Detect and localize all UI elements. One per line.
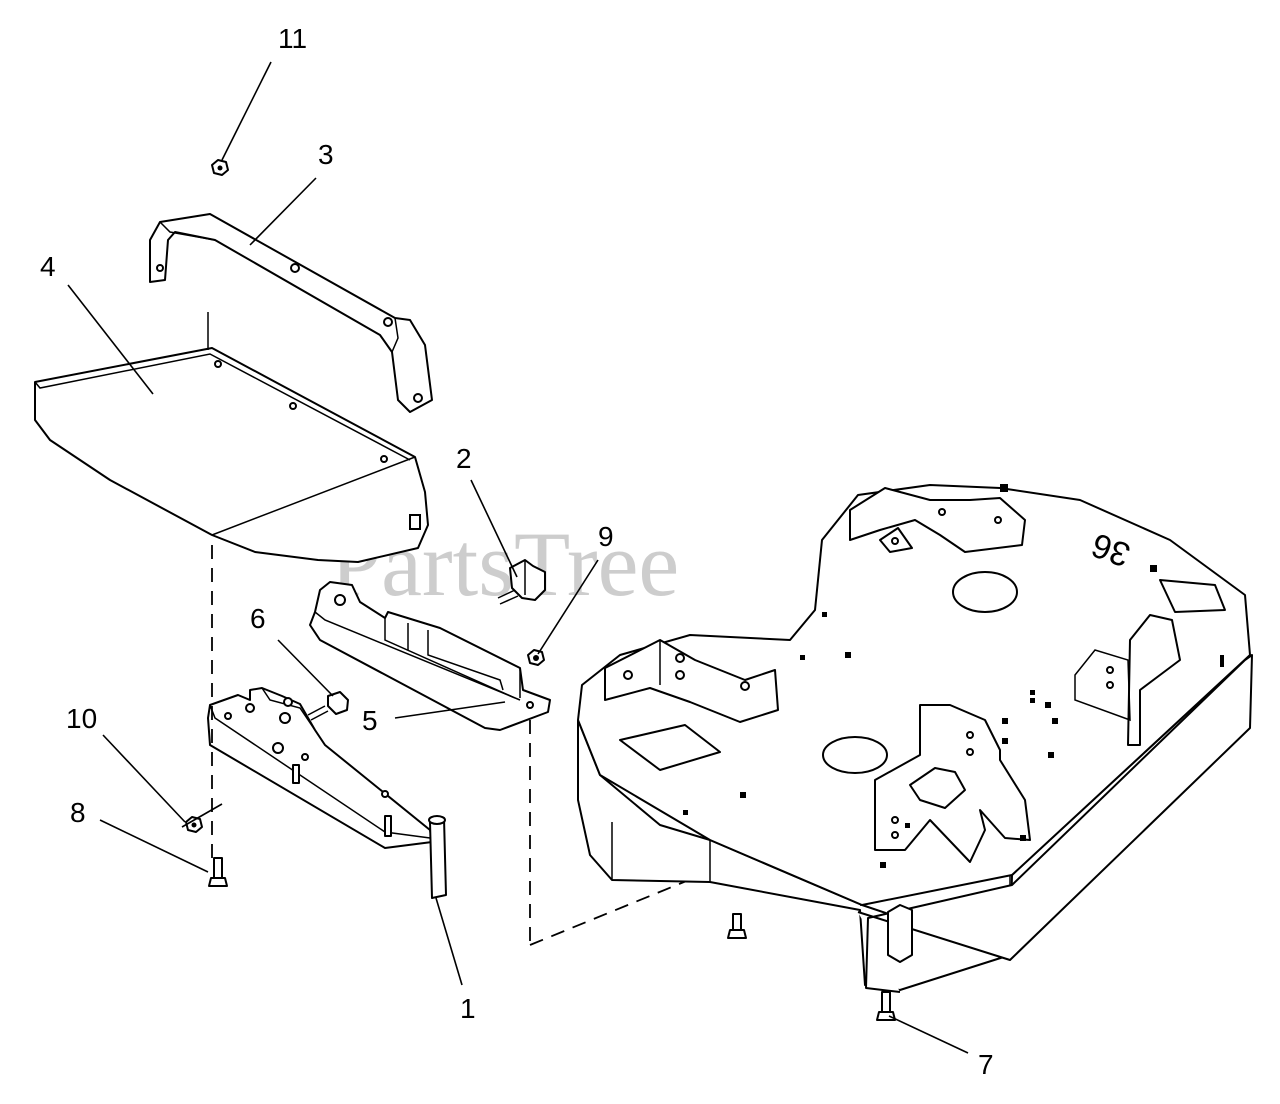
callout-labels: 11 3 4 2 9 6 5 10 8 1 7 [40, 23, 994, 1080]
part-8-bolt[interactable] [208, 857, 228, 887]
callout-4: 4 [40, 251, 56, 282]
part-2-knob[interactable] [497, 559, 546, 605]
callout-10: 10 [66, 703, 97, 734]
part-5-channel-bracket[interactable] [309, 581, 551, 731]
part-6-bolt[interactable] [307, 691, 349, 721]
callout-1: 1 [460, 993, 476, 1024]
part-3-bracket[interactable] [149, 213, 433, 413]
callout-2: 2 [456, 443, 472, 474]
callout-7: 7 [978, 1049, 994, 1080]
part-1-hinge-assembly[interactable] [207, 687, 447, 899]
callout-5: 5 [362, 705, 378, 736]
callout-3: 3 [318, 139, 334, 170]
part-7-bolt[interactable] [876, 991, 896, 1021]
deck-bolt[interactable] [727, 913, 747, 939]
part-10-nut[interactable] [185, 816, 203, 833]
callout-6: 6 [250, 603, 266, 634]
part-9-nut[interactable] [527, 649, 545, 666]
mower-deck[interactable]: 36 [577, 484, 1253, 993]
leader-lines [67, 61, 969, 1054]
callout-8: 8 [70, 797, 86, 828]
part-11-nut[interactable] [211, 159, 229, 176]
part-4-deflector-plate[interactable] [34, 312, 429, 563]
callout-9: 9 [598, 521, 614, 552]
callout-11: 11 [278, 23, 307, 54]
